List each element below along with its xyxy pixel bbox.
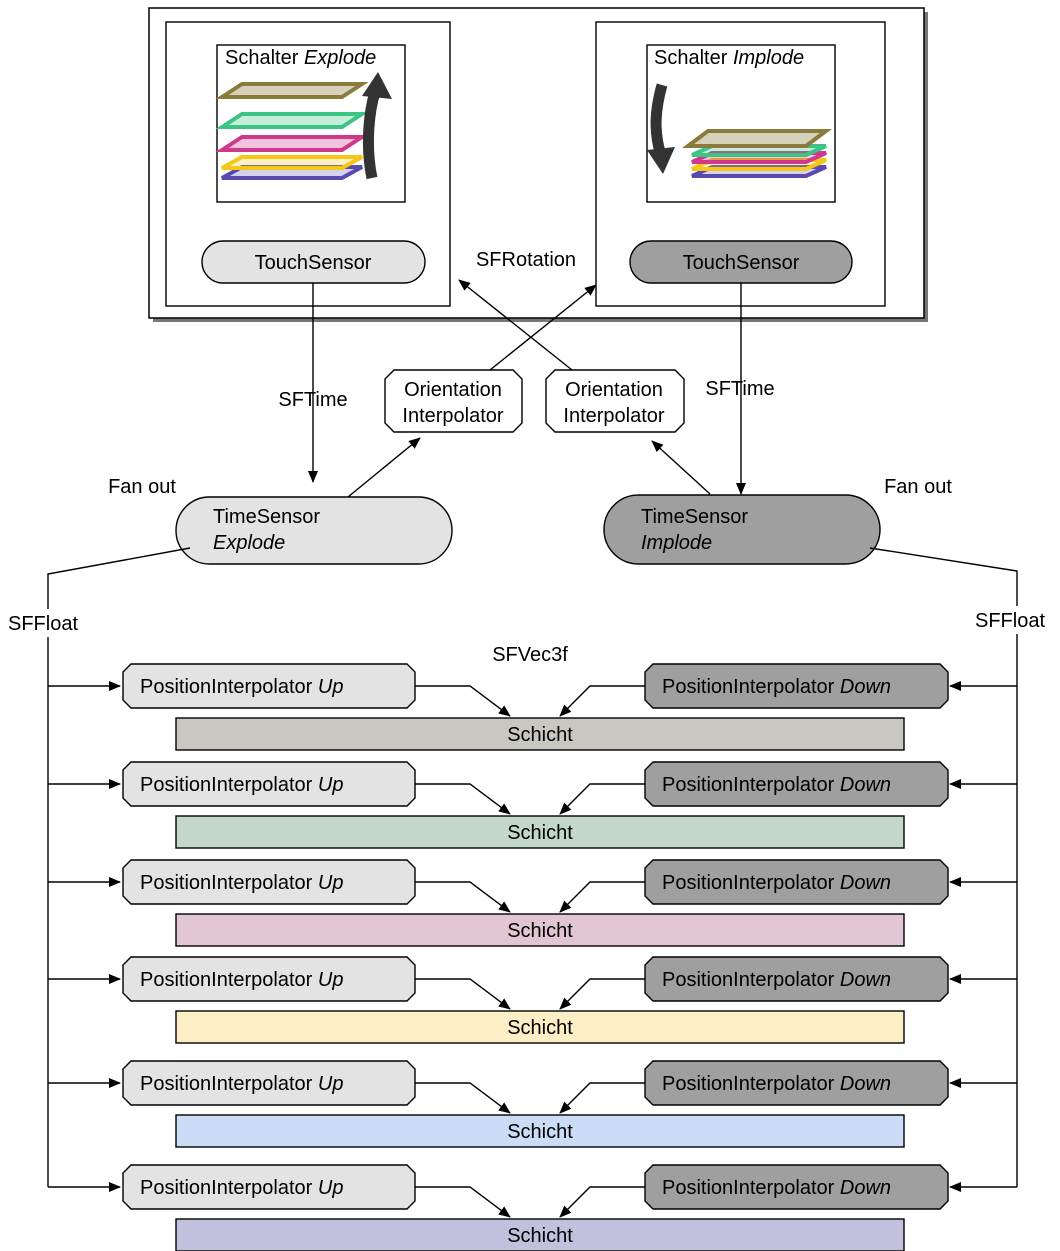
sfvec3f-label: SFVec3f bbox=[492, 644, 568, 666]
sftime-label-right: SFTime bbox=[705, 378, 774, 400]
position-interpolator-up-label: PositionInterpolator Up bbox=[140, 774, 343, 796]
imploded-plates-icon bbox=[647, 83, 832, 178]
sfvec3f-edge-up bbox=[415, 1186, 511, 1218]
sfvec3f-edge-up bbox=[415, 978, 511, 1010]
position-interpolator-up-label: PositionInterpolator Up bbox=[140, 1177, 343, 1199]
layer-shape-bar bbox=[175, 913, 905, 947]
position-interpolator-down bbox=[644, 663, 949, 709]
sffloat-label-right-bg bbox=[973, 606, 1057, 634]
explode-to-orientation-edge bbox=[347, 437, 421, 498]
sffloat-label-left: SFFloat bbox=[8, 613, 78, 635]
touch-sensor-implode-label: TouchSensor bbox=[683, 252, 800, 274]
position-interpolator-up bbox=[122, 956, 416, 1002]
sfvec3f-edge-down bbox=[559, 685, 645, 717]
orientation-interpolator-right bbox=[545, 369, 685, 433]
sftime-label-left: SFTime bbox=[278, 389, 347, 411]
position-interpolator-down-label: PositionInterpolator Down bbox=[662, 1073, 891, 1095]
sffloat-label-left-bg bbox=[6, 609, 90, 637]
orientation-interpolator-left-line2: Interpolator bbox=[402, 405, 504, 427]
sffloat-label-right: SFFloat bbox=[975, 610, 1045, 632]
layer-label: Schicht bbox=[507, 920, 573, 942]
orientation-interpolator-left-line1: Orientation bbox=[404, 379, 502, 401]
position-interpolator-down bbox=[644, 859, 949, 905]
layer-label: Schicht bbox=[507, 724, 573, 746]
layer-row: PositionInterpolator Up PositionInterpola… bbox=[48, 859, 1017, 947]
layer-label: Schicht bbox=[507, 1121, 573, 1143]
position-interpolator-down-label: PositionInterpolator Down bbox=[662, 1177, 891, 1199]
exploded-plates-icon bbox=[215, 72, 392, 180]
sfrotation-label: SFRotation bbox=[476, 249, 576, 271]
position-interpolator-down-label: PositionInterpolator Down bbox=[662, 872, 891, 894]
time-sensor-implode-name: TimeSensor bbox=[641, 506, 748, 528]
sffloat-trunk-right bbox=[869, 547, 1018, 1187]
sfvec3f-edge-up bbox=[415, 881, 511, 913]
layer-label: Schicht bbox=[507, 1017, 573, 1039]
layer-row: PositionInterpolator Up PositionInterpola… bbox=[48, 761, 1017, 849]
layer-rows: PositionInterpolator Up PositionInterpola… bbox=[48, 663, 1017, 1251]
orientation-interpolator-right-line1: Orientation bbox=[565, 379, 663, 401]
position-interpolator-up bbox=[122, 663, 416, 709]
position-interpolator-down bbox=[644, 761, 949, 807]
layer-shape-bar bbox=[175, 1114, 905, 1148]
position-interpolator-up bbox=[122, 761, 416, 807]
time-sensor-explode-name: TimeSensor bbox=[213, 506, 320, 528]
layer-row: PositionInterpolator Up PositionInterpola… bbox=[48, 1060, 1017, 1148]
sfvec3f-edge-down bbox=[559, 1082, 645, 1114]
position-interpolator-down-label: PositionInterpolator Down bbox=[662, 676, 891, 698]
layer-row: PositionInterpolator Up PositionInterpola… bbox=[48, 1164, 1017, 1251]
time-sensor-explode-mode: Explode bbox=[213, 532, 285, 554]
layer-shape-bar bbox=[175, 1010, 905, 1044]
position-interpolator-up bbox=[122, 1164, 416, 1210]
layer-label: Schicht bbox=[507, 1225, 573, 1247]
switch-explode-title: Schalter Explode bbox=[225, 47, 376, 69]
position-interpolator-down-label: PositionInterpolator Down bbox=[662, 774, 891, 796]
position-interpolator-down-label: PositionInterpolator Down bbox=[662, 969, 891, 991]
sfvec3f-edge-down bbox=[559, 1186, 645, 1218]
layer-row: PositionInterpolator Up PositionInterpola… bbox=[48, 956, 1017, 1044]
position-interpolator-up bbox=[122, 859, 416, 905]
layer-row: PositionInterpolator Up PositionInterpola… bbox=[48, 663, 1017, 751]
position-interpolator-up-label: PositionInterpolator Up bbox=[140, 969, 343, 991]
sfvec3f-edge-down bbox=[559, 881, 645, 913]
layer-shape-bar bbox=[175, 717, 905, 751]
position-interpolator-down bbox=[644, 956, 949, 1002]
rotation-edge-left bbox=[489, 284, 597, 371]
position-interpolator-down bbox=[644, 1164, 949, 1210]
layer-shape-bar bbox=[175, 815, 905, 849]
position-interpolator-down bbox=[644, 1060, 949, 1106]
time-sensor-explode bbox=[175, 496, 453, 565]
sfvec3f-edge-down bbox=[559, 783, 645, 815]
sffloat-trunk-left bbox=[47, 547, 191, 1187]
rotation-edge-right bbox=[458, 279, 573, 371]
layer-shape-bar bbox=[175, 1218, 905, 1251]
position-interpolator-up-label: PositionInterpolator Up bbox=[140, 872, 343, 894]
sfvec3f-edge-down bbox=[559, 978, 645, 1010]
orientation-interpolator-right-line2: Interpolator bbox=[563, 405, 665, 427]
sfvec3f-edge-up bbox=[415, 783, 511, 815]
fan-out-label-right: Fan out bbox=[884, 476, 952, 498]
implode-to-orientation-edge bbox=[651, 440, 711, 495]
sfvec3f-edge-up bbox=[415, 1082, 511, 1114]
touch-sensor-explode-label: TouchSensor bbox=[255, 252, 372, 274]
switch-implode-title: Schalter Implode bbox=[654, 47, 804, 69]
layer-label: Schicht bbox=[507, 822, 573, 844]
fan-out-label-left: Fan out bbox=[108, 476, 176, 498]
position-interpolator-up-label: PositionInterpolator Up bbox=[140, 1073, 343, 1095]
time-sensor-implode-mode: Implode bbox=[641, 532, 712, 554]
position-interpolator-up-label: PositionInterpolator Up bbox=[140, 676, 343, 698]
orientation-interpolator-left bbox=[384, 369, 523, 433]
sfvec3f-edge-up bbox=[415, 685, 511, 717]
position-interpolator-up bbox=[122, 1060, 416, 1106]
time-sensor-implode bbox=[603, 494, 881, 565]
